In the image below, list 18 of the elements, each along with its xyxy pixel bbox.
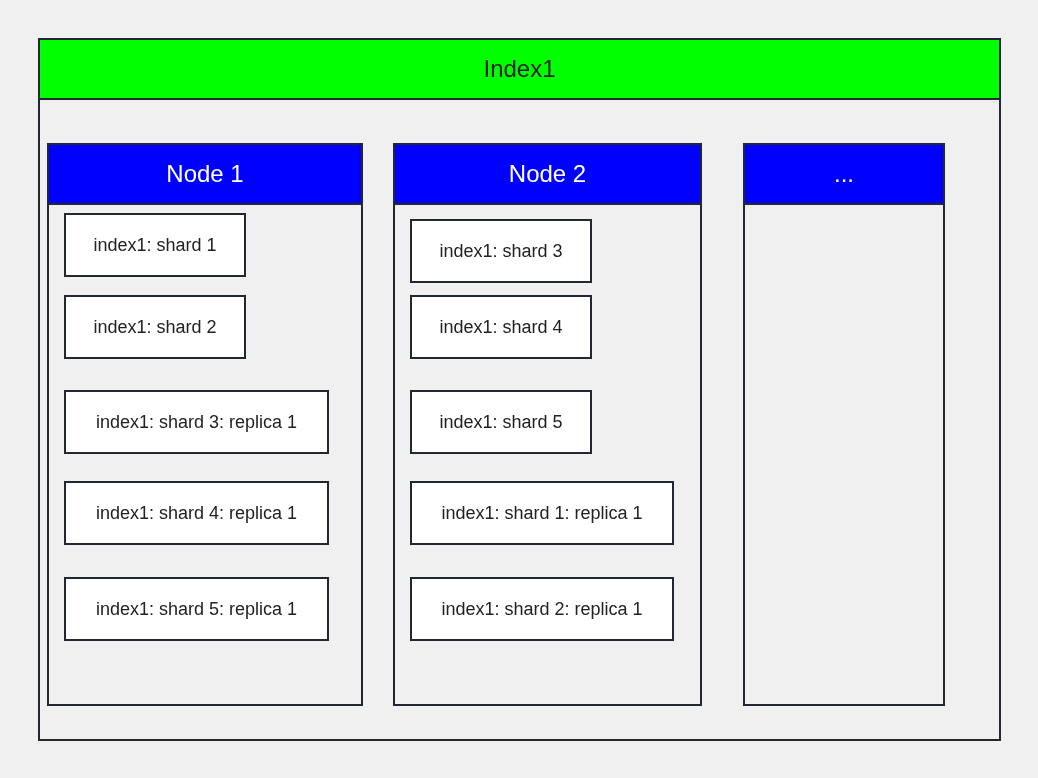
panel-header: Index1 xyxy=(40,40,999,100)
panel-header: Node 2 xyxy=(395,145,700,205)
container-panel xyxy=(38,38,1001,741)
shard-box: index1: shard 3 xyxy=(410,219,592,283)
shard-box: index1: shard 5: replica 1 xyxy=(64,577,329,641)
shard-box: index1: shard 1: replica 1 xyxy=(410,481,674,545)
shard-box: index1: shard 5 xyxy=(410,390,592,454)
shard-box: index1: shard 3: replica 1 xyxy=(64,390,329,454)
shard-box: index1: shard 1 xyxy=(64,213,246,277)
container-panel xyxy=(393,143,702,706)
panel-header: ... xyxy=(745,145,943,205)
shard-box: index1: shard 4 xyxy=(410,295,592,359)
container-panel xyxy=(743,143,945,706)
shard-box: index1: shard 4: replica 1 xyxy=(64,481,329,545)
panel-header: Node 1 xyxy=(49,145,361,205)
shard-box: index1: shard 2 xyxy=(64,295,246,359)
shard-box: index1: shard 2: replica 1 xyxy=(410,577,674,641)
container-panel xyxy=(47,143,363,706)
